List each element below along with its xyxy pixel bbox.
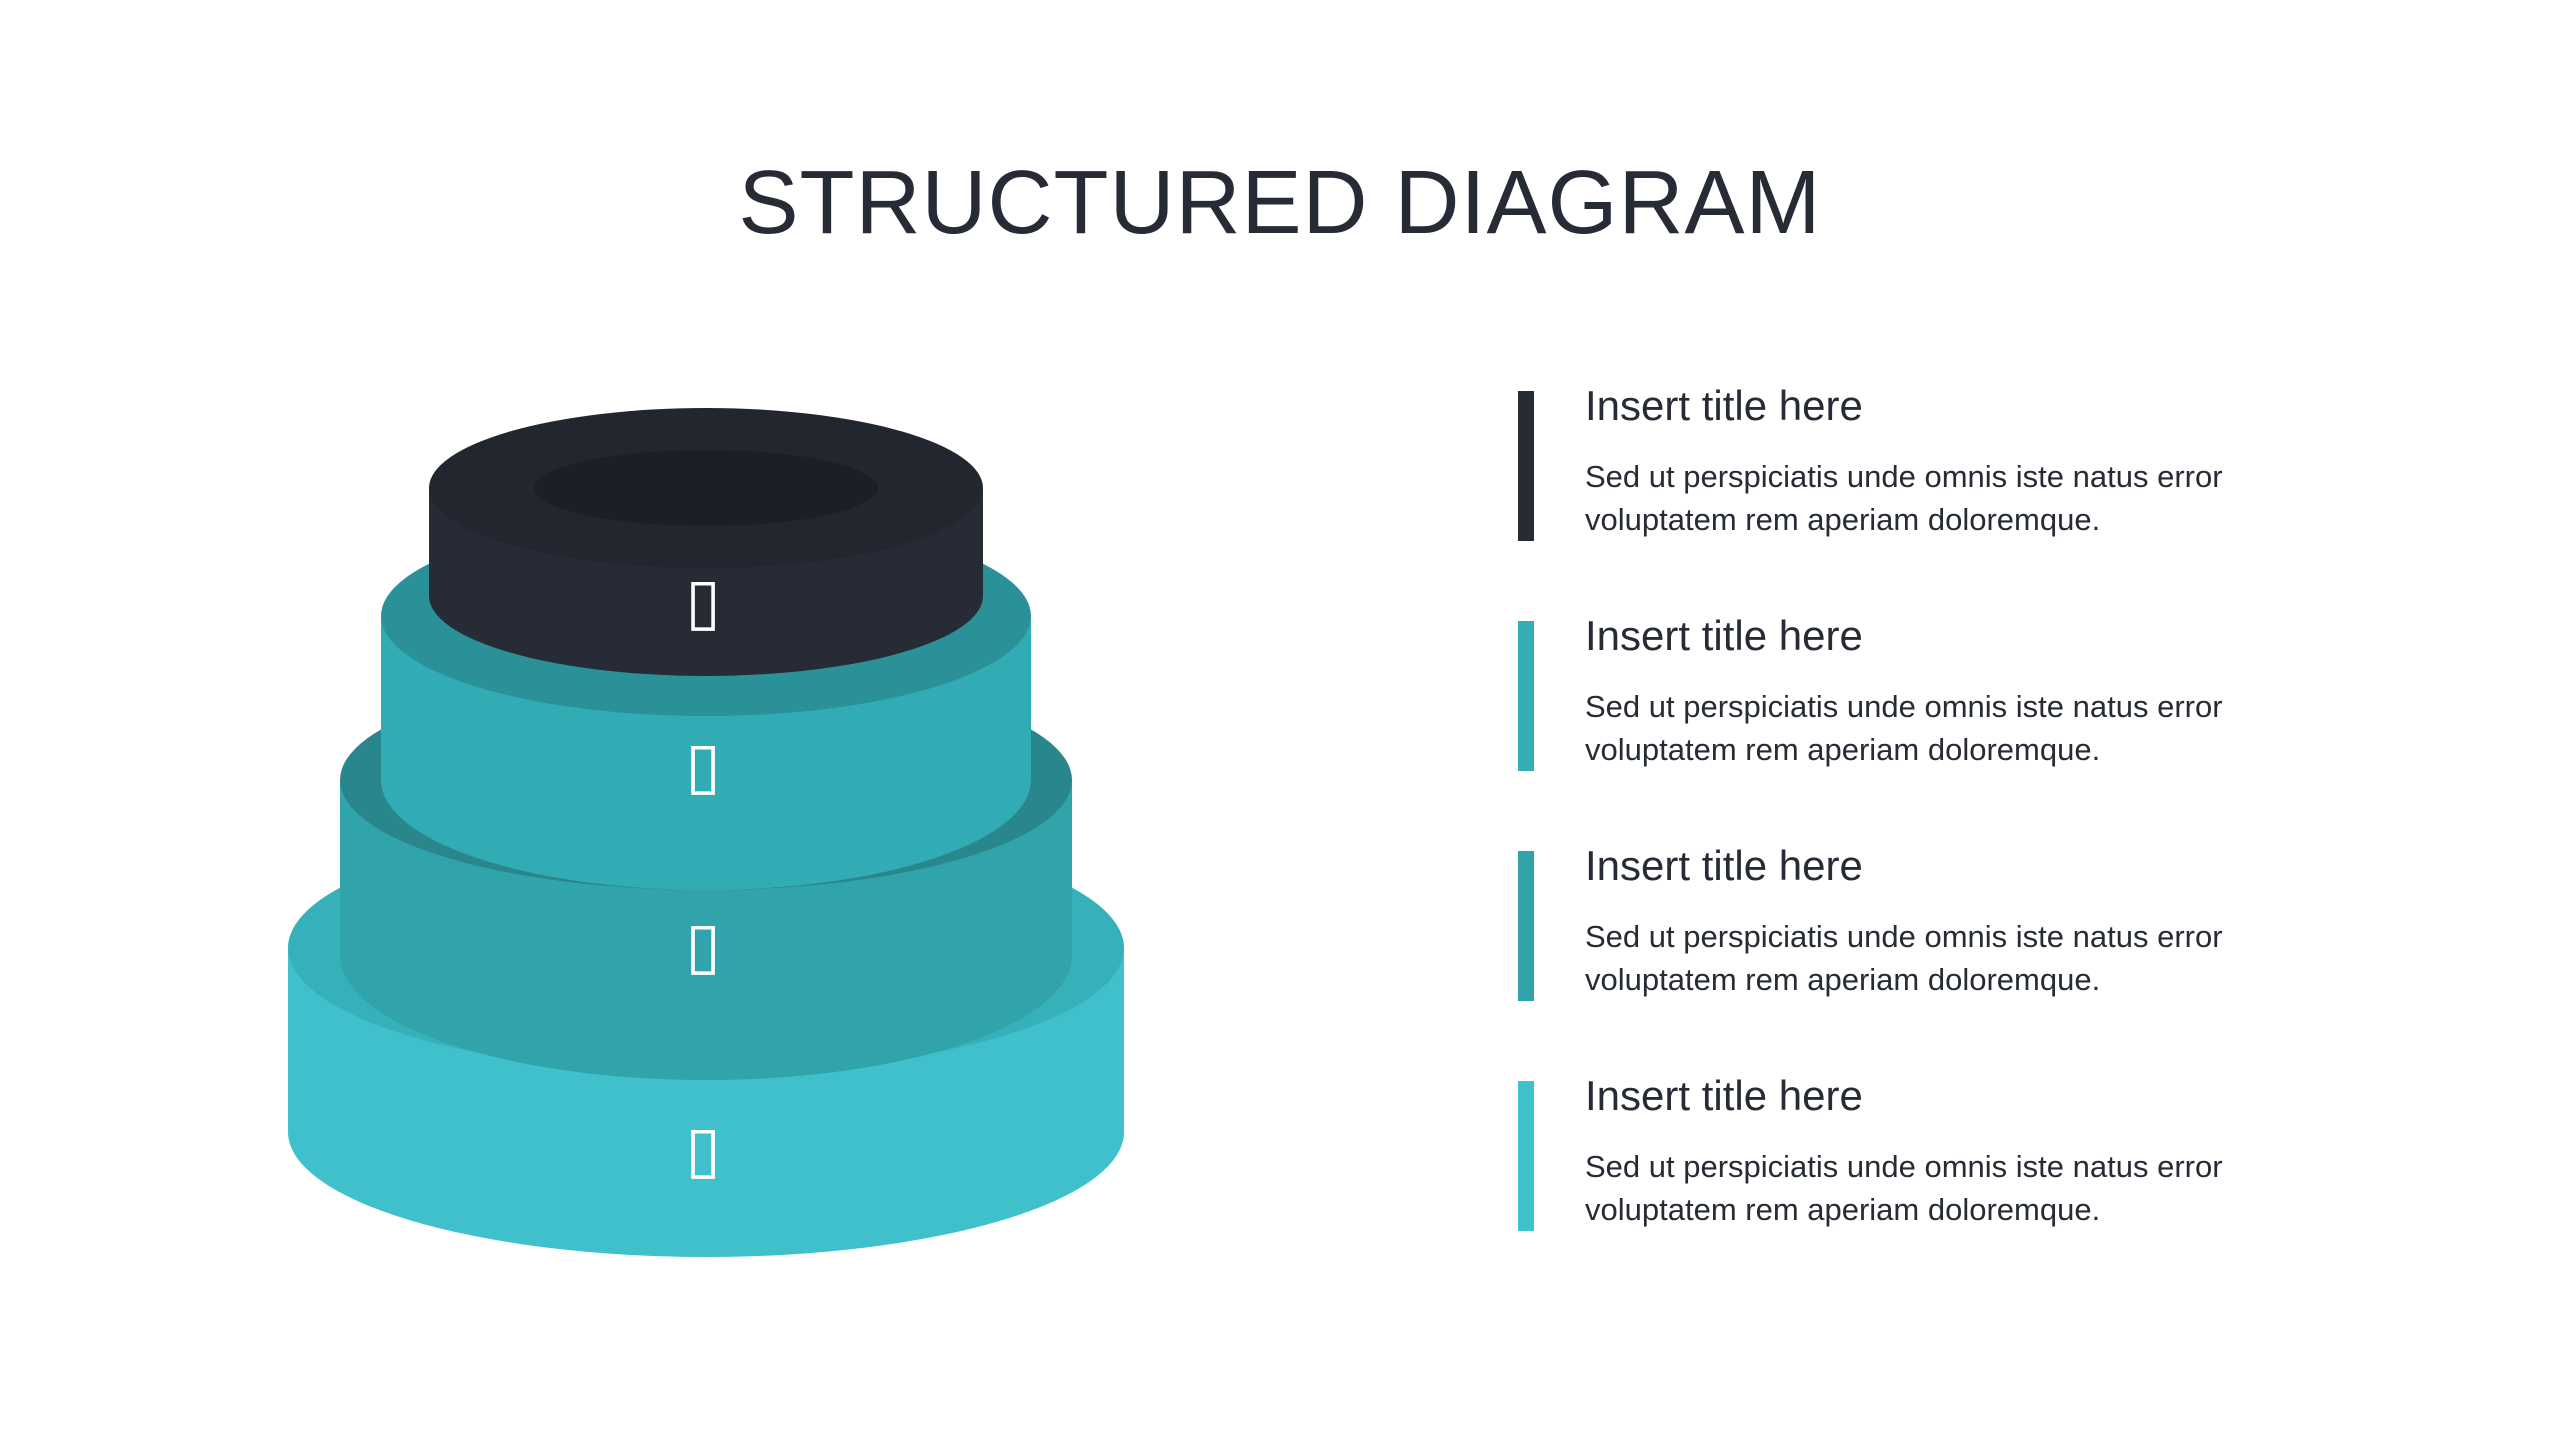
list-item-3: Insert title here Sed ut perspiciatis un… xyxy=(1518,842,2418,1001)
item-description: Sed ut perspiciatis unde omnis iste natu… xyxy=(1585,1149,2223,1227)
tier-4-icon: ▯ xyxy=(685,1113,721,1187)
item-description: Sed ut perspiciatis unde omnis iste natu… xyxy=(1585,459,2223,537)
item-title: Insert title here xyxy=(1585,382,1863,429)
list-item-2: Insert title here Sed ut perspiciatis un… xyxy=(1518,612,2418,771)
accent-bar xyxy=(1518,1081,1534,1231)
tier-3-icon: ▯ xyxy=(685,909,721,983)
item-title: Insert title here xyxy=(1585,612,1863,659)
tier-2-icon: ▯ xyxy=(685,729,721,803)
accent-bar xyxy=(1518,851,1534,1001)
tier-1-cylinder xyxy=(429,408,983,676)
list-item-1: Insert title here Sed ut perspiciatis un… xyxy=(1518,382,2418,541)
cylinder-stack-graphic xyxy=(288,408,1124,1257)
accent-bar xyxy=(1518,391,1534,541)
item-description: Sed ut perspiciatis unde omnis iste natu… xyxy=(1585,919,2223,997)
stacked-cylinder-diagram: ▯ ▯ ▯ ▯ xyxy=(0,0,1200,1440)
item-description: Sed ut perspiciatis unde omnis iste natu… xyxy=(1585,689,2223,767)
item-title: Insert title here xyxy=(1585,842,1863,889)
accent-bar xyxy=(1518,621,1534,771)
tier-1-icon: ▯ xyxy=(685,565,721,639)
slide-title: STRUCTURED DIAGRAM xyxy=(738,153,1822,253)
list-item-4: Insert title here Sed ut perspiciatis un… xyxy=(1518,1072,2418,1231)
item-title: Insert title here xyxy=(1585,1072,1863,1119)
